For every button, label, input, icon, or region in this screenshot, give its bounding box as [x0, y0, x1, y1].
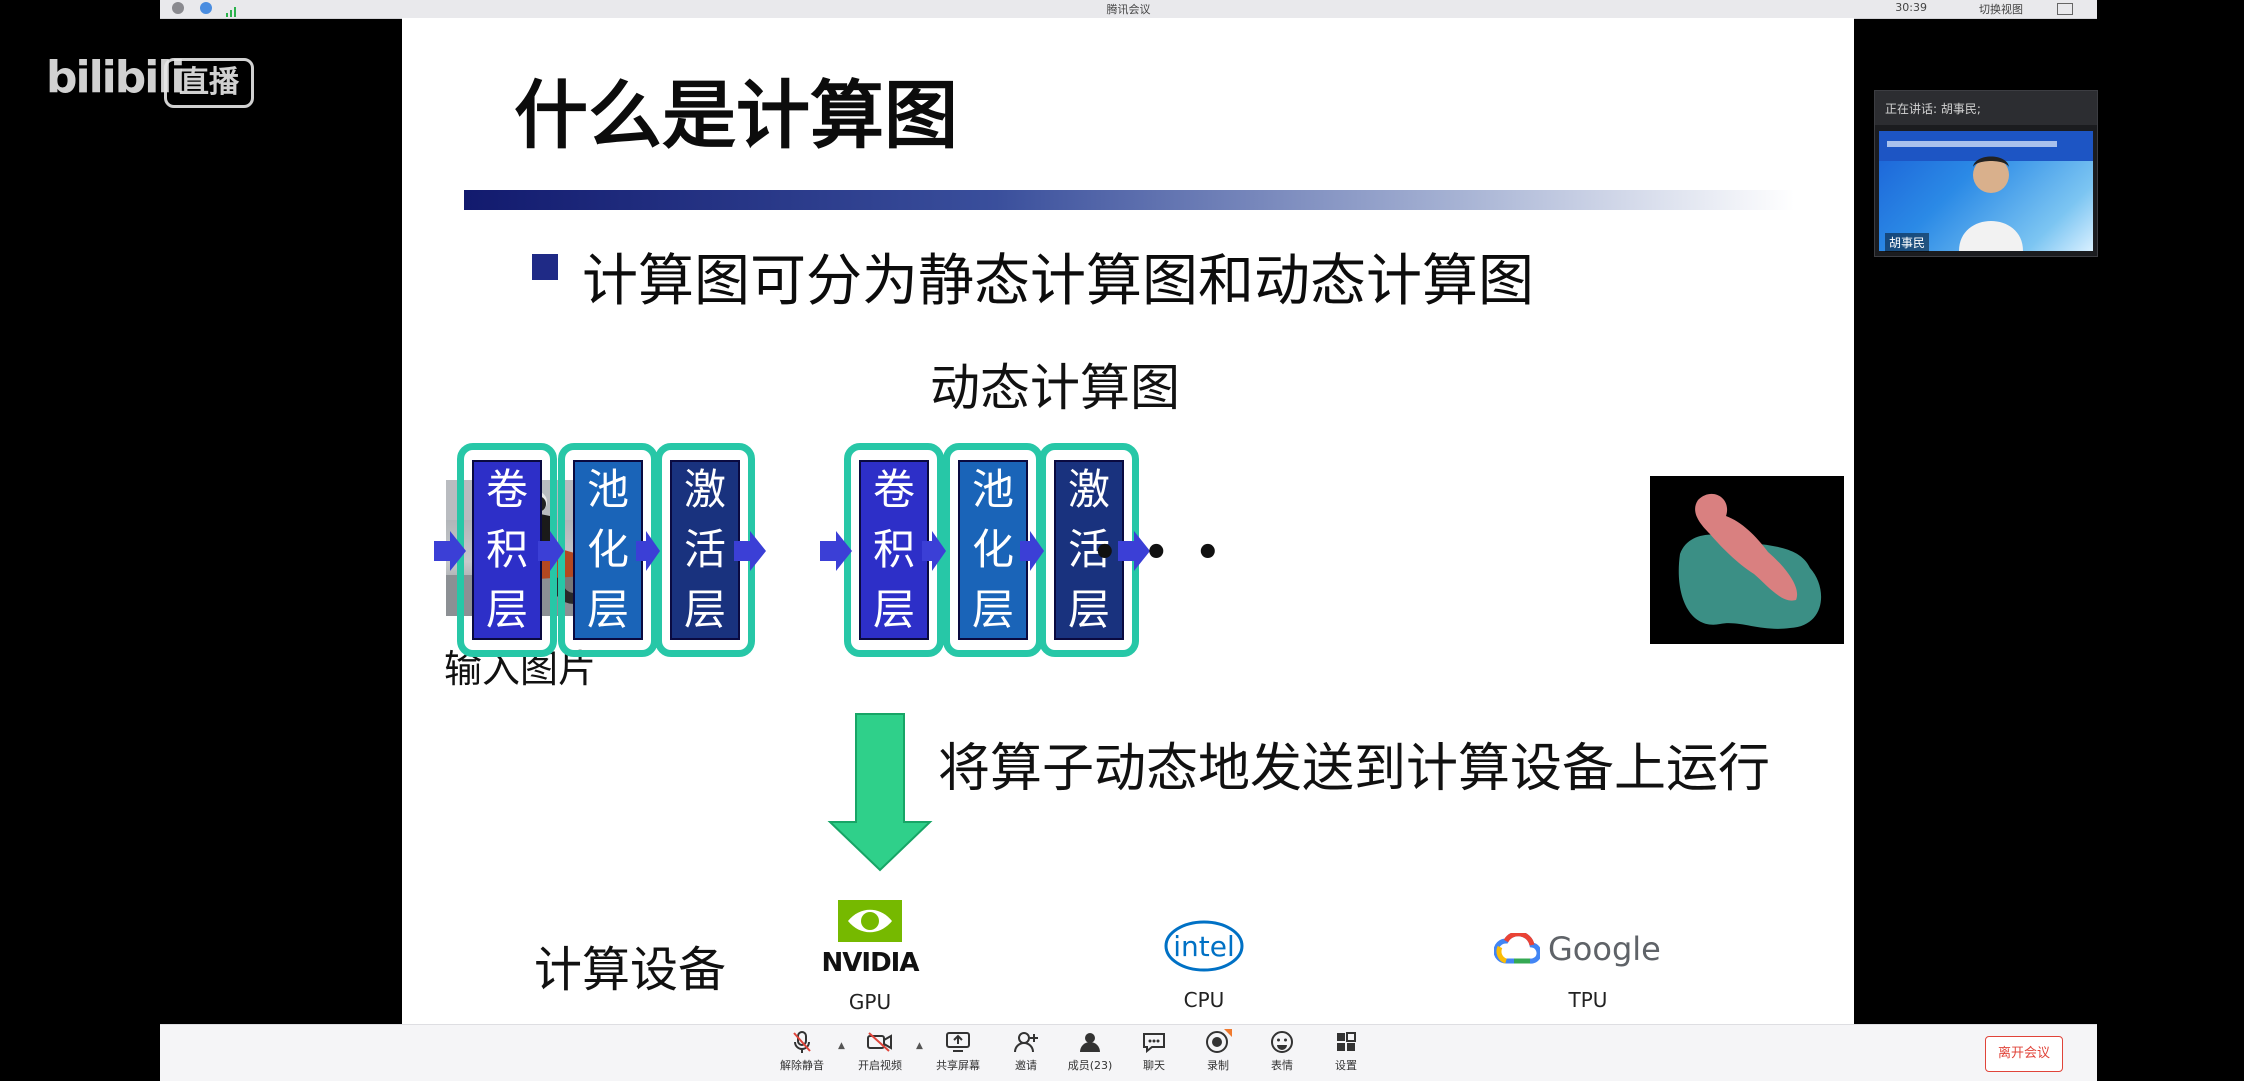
layer-char: 池 — [586, 465, 629, 514]
google-wordmark: Google — [1548, 930, 1661, 968]
record-label: 录制 — [1207, 1059, 1229, 1072]
flow-arrows — [434, 531, 1150, 872]
down-arrow-icon — [827, 713, 933, 872]
layer-char: 积 — [485, 525, 528, 574]
members-label: 成员(23) — [1067, 1059, 1113, 1072]
cpu-caption: CPU — [1183, 988, 1225, 1012]
invite-icon — [1012, 1029, 1040, 1055]
layer-char: 化 — [971, 525, 1014, 574]
layer-char: 激 — [1067, 465, 1110, 514]
layer-char: 积 — [872, 525, 915, 574]
layer-char: 激 — [683, 465, 726, 514]
mic-off-icon — [788, 1029, 816, 1055]
tpu-caption: TPU — [1568, 988, 1608, 1012]
switch-view-button[interactable]: 切换视图 — [1979, 1, 2023, 17]
audio-options-caret-icon[interactable]: ▲ — [838, 1041, 845, 1051]
flow-arrow-icon — [734, 531, 766, 571]
title-divider — [464, 190, 1794, 210]
chat-label: 聊天 — [1143, 1059, 1165, 1072]
window-info-icon[interactable] — [172, 2, 184, 14]
leave-meeting-button[interactable]: 离开会议 — [1985, 1036, 2063, 1072]
output-segmentation-image — [1650, 476, 1844, 644]
layer-char: 活 — [1067, 525, 1110, 574]
members-button[interactable]: 成员(23) — [1058, 1029, 1122, 1073]
fullscreen-icon[interactable] — [2057, 3, 2073, 15]
layer-char: 池 — [971, 465, 1014, 514]
bullet-text: 计算图可分为静态计算图和动态计算图 — [582, 249, 1534, 314]
layer-char: 卷 — [485, 465, 528, 514]
emoji-button[interactable]: 表情 — [1250, 1029, 1314, 1073]
dispatch-caption: 将算子动态地发送到计算设备上运行 — [938, 739, 1771, 799]
speaker-panel[interactable]: 正在讲话: 胡事民; 胡事民 — [1874, 90, 2098, 257]
chat-icon — [1140, 1029, 1168, 1055]
share-screen-button[interactable]: 共享屏幕 — [926, 1029, 990, 1073]
invite-label: 邀请 — [1015, 1059, 1037, 1072]
google-cloud-logo: Google — [1494, 930, 1664, 968]
active-speaker-caption: 正在讲话: 胡事民; — [1885, 102, 1981, 116]
meeting-toolbar: 解除静音 ▲ 开启视频 ▲ 共享屏幕 邀请 成员(23) 聊天 — [160, 1024, 2097, 1081]
nvidia-logo: NVIDIA — [820, 900, 920, 978]
flow-arrow-icon — [820, 531, 852, 571]
meeting-timer: 30:39 — [1895, 1, 1927, 14]
slide-title: 什么是计算图 — [514, 73, 958, 159]
speaker-video[interactable]: 胡事民 — [1879, 131, 2093, 252]
layer-char: 层 — [971, 585, 1014, 634]
bullet-square-icon — [532, 254, 558, 280]
intel-swoosh-icon — [1164, 920, 1244, 972]
intel-wordmark: intel — [1173, 930, 1235, 963]
nvidia-wordmark: NVIDIA — [821, 948, 920, 978]
flow-arrow-icon — [922, 531, 946, 571]
switch-view-label: 切换视图 — [1979, 3, 2023, 16]
window-title-bar: 腾讯会议 30:39 切换视图 — [160, 0, 2097, 19]
google-cloud-icon — [1494, 933, 1540, 964]
layer-char: 层 — [872, 585, 915, 634]
flow-arrow-icon — [434, 531, 466, 571]
intel-logo: intel — [1154, 918, 1254, 978]
ellipsis: • • • — [1092, 530, 1227, 576]
flow-arrow-icon — [538, 531, 564, 571]
layer-char: 层 — [485, 585, 528, 634]
chat-button[interactable]: 聊天 — [1122, 1029, 1186, 1073]
members-icon — [1076, 1029, 1104, 1055]
bilibili-live-badge: 直播 — [164, 58, 254, 108]
diagram-title: 动态计算图 — [930, 359, 1180, 417]
gpu-caption: GPU — [848, 990, 892, 1014]
layer-char: 层 — [683, 585, 726, 634]
flow-arrow-icon — [1118, 531, 1150, 571]
bilibili-logo: bilibili — [46, 52, 185, 103]
layer-char: 化 — [586, 525, 629, 574]
window-title: 腾讯会议 — [1106, 3, 1151, 16]
speaker-panel-header: 正在讲话: 胡事民; — [1875, 91, 2097, 125]
emoji-icon — [1268, 1029, 1296, 1055]
speaker-name: 胡事民 — [1885, 233, 1930, 252]
security-shield-icon[interactable] — [200, 2, 212, 14]
layer-char: 活 — [683, 525, 726, 574]
layer-char: 层 — [1067, 585, 1110, 634]
settings-label: 设置 — [1335, 1059, 1357, 1072]
layer-char: 层 — [586, 585, 629, 634]
nvidia-eye-icon — [838, 900, 902, 942]
share-screen-label: 共享屏幕 — [936, 1059, 980, 1072]
settings-button[interactable]: 设置 — [1314, 1029, 1378, 1073]
settings-icon — [1332, 1029, 1360, 1055]
flow-arrow-icon — [1020, 531, 1044, 571]
flow-arrow-icon — [636, 531, 660, 571]
record-button[interactable]: 录制 — [1186, 1029, 1250, 1073]
invite-button[interactable]: 邀请 — [994, 1029, 1058, 1073]
start-video-label: 开启视频 — [858, 1059, 902, 1072]
unmute-button[interactable]: 解除静音 — [770, 1029, 834, 1073]
layer-char: 卷 — [872, 465, 915, 514]
emoji-label: 表情 — [1271, 1059, 1293, 1072]
shared-slide: 什么是计算图 计算图可分为静态计算图和动态计算图 动态计算图 输入图片 卷 积 … — [402, 18, 1854, 1024]
record-icon — [1204, 1029, 1232, 1055]
start-video-button[interactable]: 开启视频 — [848, 1029, 912, 1073]
camera-off-icon — [866, 1029, 894, 1055]
devices-label: 计算设备 — [534, 942, 727, 998]
video-options-caret-icon[interactable]: ▲ — [916, 1041, 923, 1051]
unmute-label: 解除静音 — [780, 1059, 824, 1072]
screen-share-icon — [944, 1029, 972, 1055]
network-signal-icon — [226, 2, 238, 17]
